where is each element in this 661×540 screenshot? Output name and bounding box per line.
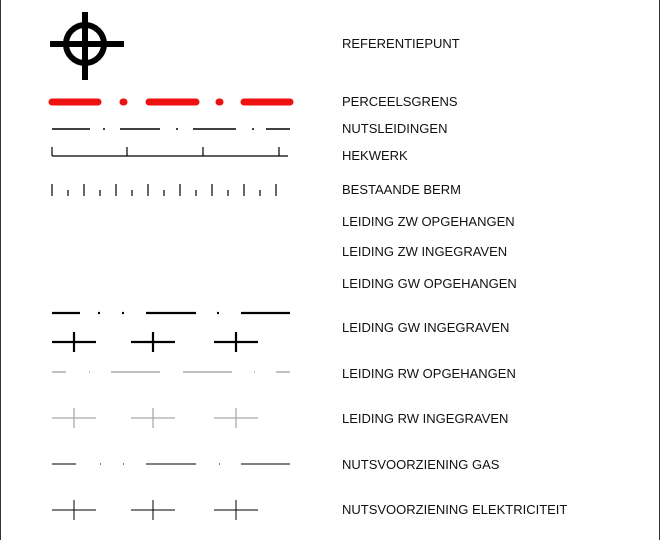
legend-label-perceelsgrens: PERCEELSGRENS	[342, 94, 458, 109]
gw-pipe-cross-symbol	[52, 332, 258, 352]
legend-label-leiding-rw-opgehangen: LEIDING RW OPGEHANGEN	[342, 366, 516, 381]
reference-point-icon	[50, 12, 124, 80]
legend-label-nutsvoorziening-gas: NUTSVOORZIENING GAS	[342, 457, 500, 472]
legend-label-bestaande-berm: BESTAANDE BERM	[342, 182, 461, 197]
rw-pipe-buried-symbol	[52, 408, 258, 428]
legend-label-nutsvoorziening-elektriciteit: NUTSVOORZIENING ELEKTRICITEIT	[342, 502, 568, 517]
legend-label-leiding-rw-ingegraven: LEIDING RW INGEGRAVEN	[342, 411, 509, 426]
fence-symbol	[51, 147, 288, 157]
existing-verge-symbol	[51, 184, 277, 196]
legend-label-nutsleidingen: NUTSLEIDINGEN	[342, 121, 448, 136]
electricity-utility-symbol	[52, 500, 258, 520]
legend-label-leiding-zw-ingegraven: LEIDING ZW INGEGRAVEN	[342, 244, 508, 259]
legend-label-leiding-gw-opgehangen: LEIDING GW OPGEHANGEN	[342, 276, 517, 291]
legend-label-hekwerk: HEKWERK	[342, 148, 408, 163]
legend-label-referentiepunt: REFERENTIEPUNT	[342, 36, 460, 51]
legend-label-leiding-gw-ingegraven: LEIDING GW INGEGRAVEN	[342, 320, 510, 335]
legend-label-leiding-zw-opgehangen: LEIDING ZW OPGEHANGEN	[342, 214, 515, 229]
